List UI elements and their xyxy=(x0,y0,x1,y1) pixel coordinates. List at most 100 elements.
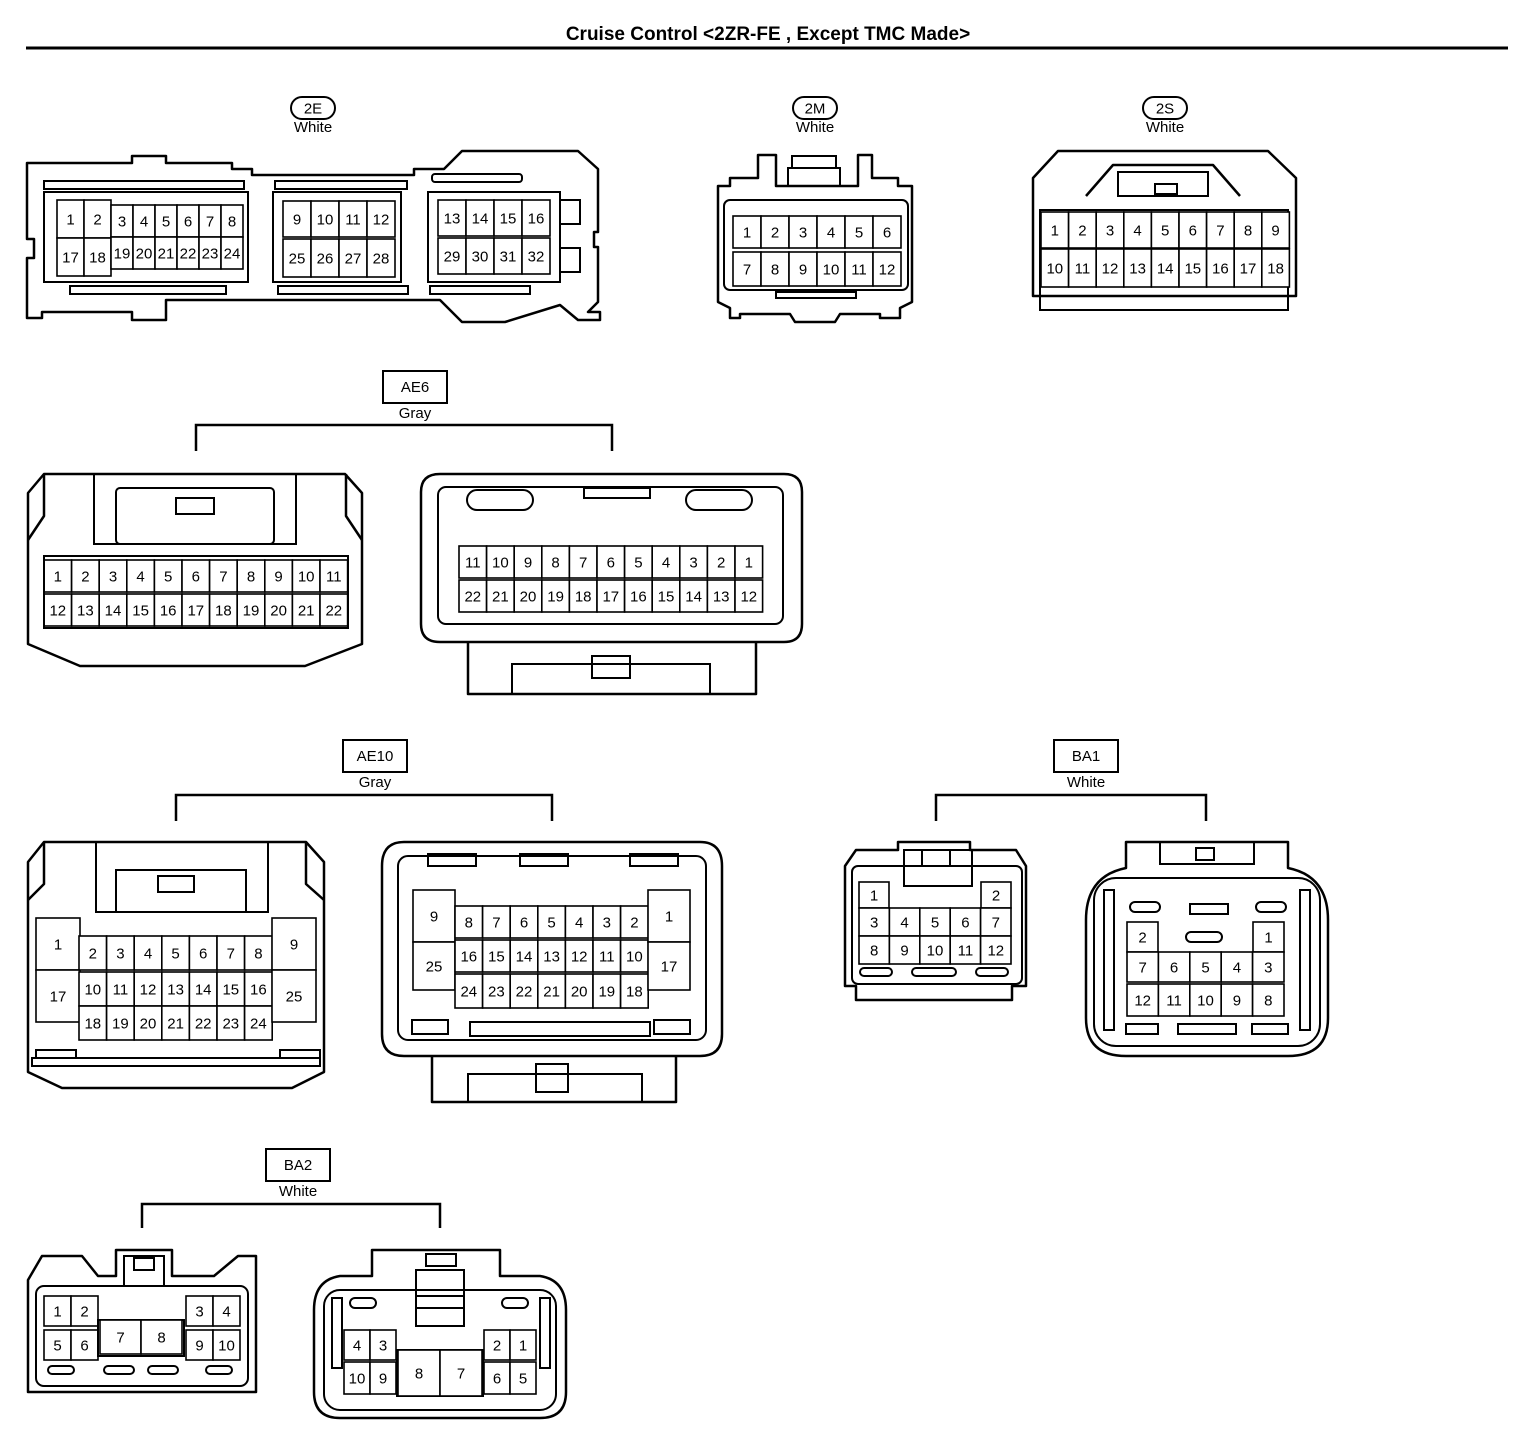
pin-number: 15 xyxy=(222,982,239,999)
connector-color: Gray xyxy=(399,405,432,422)
pin-number: 7 xyxy=(227,946,235,963)
pin-cavity xyxy=(619,905,649,939)
connector-detail xyxy=(1299,889,1311,1031)
pin-cavity xyxy=(263,559,294,593)
connector-detail xyxy=(277,285,409,295)
pin-cavity xyxy=(1095,211,1125,249)
pin-cavity xyxy=(596,545,626,579)
pin-cavity xyxy=(70,1295,99,1327)
connector-detail xyxy=(27,842,325,901)
pin-cavity xyxy=(1157,951,1191,983)
pin-number: 3 xyxy=(870,915,878,932)
pin-number: 11 xyxy=(113,982,129,999)
pin-cavity xyxy=(181,593,211,627)
pin-number: 1 xyxy=(53,1304,61,1321)
pin-cavity xyxy=(788,251,818,287)
pin-number: 5 xyxy=(164,569,172,586)
connector-detail xyxy=(429,285,531,295)
pin-number: 7 xyxy=(1216,223,1224,240)
pin-number: 17 xyxy=(62,250,79,267)
pin-number: 18 xyxy=(84,1016,101,1033)
pin-number: 19 xyxy=(547,589,564,606)
connector-outline xyxy=(26,472,364,668)
connector-detail xyxy=(1117,171,1209,197)
pin-number: 1 xyxy=(66,212,74,229)
pin-number: 11 xyxy=(345,212,361,229)
pin-number: 2 xyxy=(80,1304,88,1321)
connector-detail xyxy=(1185,931,1223,943)
pin-number: 4 xyxy=(144,946,152,963)
connector-detail xyxy=(1103,889,1115,1031)
connector-detail xyxy=(775,291,857,299)
pin-cavity xyxy=(979,935,1012,965)
connector-detail xyxy=(511,663,711,695)
connector-id-badge xyxy=(290,96,336,120)
pin-number: 21 xyxy=(158,246,175,263)
pin-number: 1 xyxy=(665,909,673,926)
pin-number: 17 xyxy=(50,989,67,1006)
pin-cavity xyxy=(1040,248,1070,288)
pin-number: 3 xyxy=(799,225,807,242)
pin-cavity xyxy=(1220,983,1254,1017)
pin-number: 22 xyxy=(516,984,533,1001)
pin-cavity xyxy=(437,237,467,275)
pin-number: 14 xyxy=(195,982,212,999)
pin-number: 6 xyxy=(1189,223,1197,240)
pin-number: 4 xyxy=(827,225,835,242)
connector-detail xyxy=(103,1365,135,1375)
pin-cavity xyxy=(243,935,274,971)
connector-detail xyxy=(851,865,1023,985)
connector-detail xyxy=(272,191,402,283)
pin-number: 6 xyxy=(1170,960,1178,977)
view-bracket xyxy=(194,423,614,451)
connector-detail xyxy=(175,497,215,515)
pin-cavity xyxy=(1178,211,1208,249)
pin-cavity xyxy=(872,251,902,287)
connector-detail xyxy=(26,474,364,541)
pin-number: 4 xyxy=(662,555,670,572)
pin-number: 11 xyxy=(1166,993,1182,1010)
pin-cavity xyxy=(509,1329,537,1361)
pin-cavity xyxy=(623,579,653,613)
pin-number: 1 xyxy=(54,569,62,586)
pin-number: 9 xyxy=(293,212,301,229)
pin-cavity xyxy=(282,200,312,238)
pin-cavity xyxy=(858,935,891,965)
pin-number: 12 xyxy=(571,949,588,966)
pin-cavity xyxy=(1067,248,1097,288)
connector-detail xyxy=(559,199,581,225)
pin-number: 5 xyxy=(1161,223,1169,240)
pin-number: 1 xyxy=(54,937,62,954)
connector-detail xyxy=(1251,1023,1289,1035)
connector-detail xyxy=(425,1253,457,1267)
pin-number: 1 xyxy=(1264,930,1272,947)
pin-number: 5 xyxy=(171,946,179,963)
pin-number: 16 xyxy=(160,603,177,620)
pin-cavity xyxy=(858,907,891,937)
connector-detail xyxy=(147,1365,179,1375)
pin-number: 10 xyxy=(298,569,315,586)
connector-detail xyxy=(583,487,651,499)
pin-number: 12 xyxy=(1102,261,1119,278)
pin-number: 11 xyxy=(958,943,974,960)
pin-cavity xyxy=(1251,951,1285,983)
pin-number: 16 xyxy=(1212,261,1229,278)
pin-number: 6 xyxy=(961,915,969,932)
pin-number: 10 xyxy=(823,262,840,279)
pin-number: 8 xyxy=(551,555,559,572)
pin-number: 30 xyxy=(472,249,489,266)
pin-cavity xyxy=(161,935,191,971)
pin-number: 10 xyxy=(84,982,101,999)
pin-number: 20 xyxy=(571,984,588,1001)
pin-number: 3 xyxy=(109,569,117,586)
connector-detail xyxy=(279,1049,321,1059)
pin-number: 20 xyxy=(270,603,287,620)
pin-cavity xyxy=(271,969,317,1023)
view-bracket xyxy=(934,793,1208,821)
pin-cavity xyxy=(513,545,543,579)
pin-cavity xyxy=(509,939,539,973)
connector-detail xyxy=(411,1019,449,1035)
